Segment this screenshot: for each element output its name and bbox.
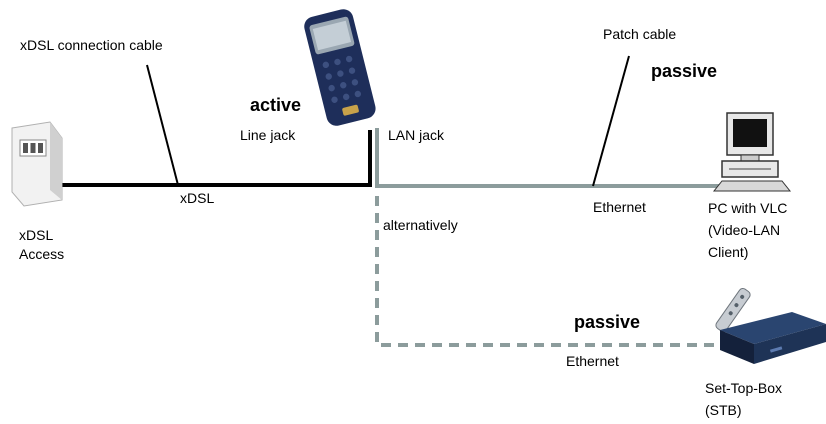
remote-control-icon [715, 287, 751, 333]
patch-cable-pointer [592, 55, 630, 187]
active-label: active [250, 95, 302, 115]
line-jack-label: Line jack [240, 127, 296, 143]
pc-with-vlc-label: PC with VLC (Video-LAN Client) [708, 200, 788, 260]
set-top-box-icon [720, 312, 826, 364]
handheld-tester-icon [304, 9, 376, 126]
xdsl-connection-cable-label: xDSL connection cable [20, 37, 163, 53]
xdsl-access-label: xDSL Access [19, 227, 65, 262]
xdsl-cable-line [62, 130, 372, 187]
patch-cable-label: Patch cable [603, 26, 677, 42]
wall-socket-icon [11, 121, 63, 207]
ethernet-bottom-label: Ethernet [566, 353, 619, 369]
passive-top-label: passive [651, 61, 718, 81]
ethernet-alt-line [375, 196, 718, 347]
xdsl-line-label: xDSL [180, 190, 215, 206]
ethernet-top-line [375, 128, 720, 188]
pc-icon [712, 112, 792, 192]
passive-bottom-label: passive [574, 312, 641, 332]
xdsl-cable-pointer [146, 64, 179, 186]
alternatively-label: alternatively [383, 217, 458, 233]
set-top-box-label: Set-Top-Box (STB) [705, 380, 783, 418]
ethernet-top-label: Ethernet [593, 199, 646, 215]
lan-jack-label: LAN jack [388, 127, 445, 143]
